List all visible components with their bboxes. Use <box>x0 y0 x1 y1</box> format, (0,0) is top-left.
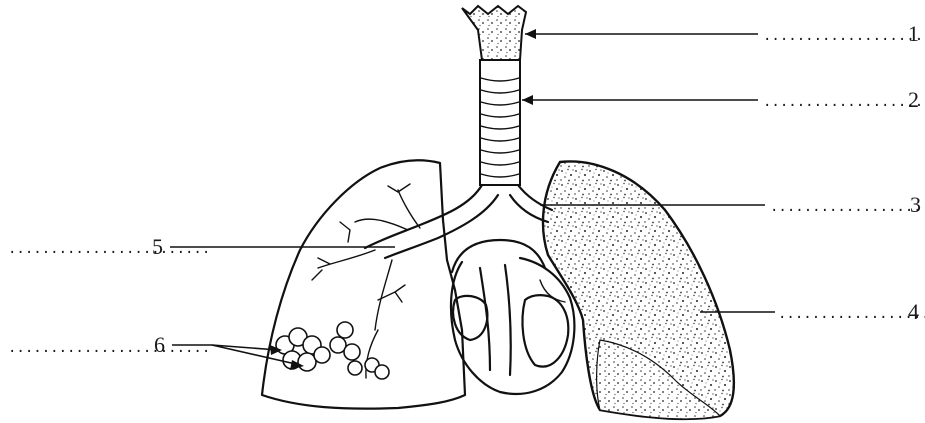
label-3: ................... 3 <box>770 192 925 217</box>
label-6-blank: ........................ <box>8 340 210 356</box>
label-6: ........................ 6 <box>8 332 210 357</box>
label-1-blank: ................... <box>763 28 923 44</box>
label-4-blank: ................... <box>778 306 925 322</box>
label-1-number: 1 <box>908 21 919 46</box>
leader-arrow-2 <box>522 95 533 105</box>
label-2-blank: ................... <box>763 94 923 110</box>
right-ventricle <box>522 295 568 366</box>
label-5-number: 5 <box>152 234 163 259</box>
label-4: ................... 4 <box>778 299 925 324</box>
label-3-number: 3 <box>910 192 921 217</box>
heart-outline <box>451 258 574 394</box>
pulmonary-artery <box>480 265 511 375</box>
label-2: ................... 2 <box>763 87 923 112</box>
larynx <box>462 6 526 60</box>
label-2-number: 2 <box>908 87 919 112</box>
label-3-blank: ................... <box>770 199 925 215</box>
label-1: ................... 1 <box>763 21 923 46</box>
leader-arrow-1 <box>525 29 536 39</box>
label-6-number: 6 <box>154 332 165 357</box>
left-lung-outline <box>262 160 465 408</box>
label-4-number: 4 <box>908 299 919 324</box>
aortic-arch <box>452 240 545 272</box>
label-5: ........................ 5 <box>8 234 210 259</box>
alveoli <box>276 322 389 379</box>
label-5-blank: ........................ <box>8 241 210 257</box>
